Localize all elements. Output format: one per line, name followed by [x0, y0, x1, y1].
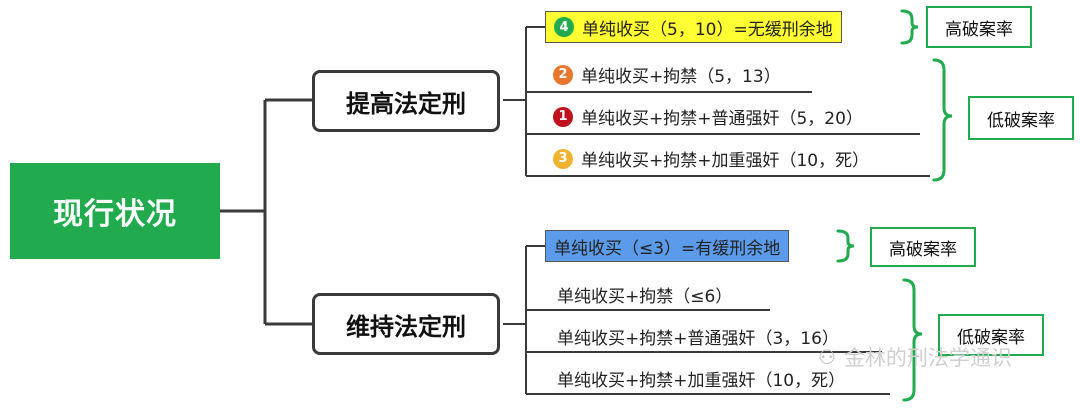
leaf-upper-2: 2 单纯收买+拘禁（5，13）	[553, 62, 781, 87]
leaf-text: 单纯收买+拘禁+普通强奸（3，16）	[557, 329, 839, 349]
root-node: 现行状况	[10, 163, 220, 259]
watermark-text: 金林的刑法学通识	[843, 346, 1012, 370]
leaf-lower-2: 单纯收买+拘禁（≤6）	[557, 282, 732, 307]
branch-label: 维持法定刑	[346, 312, 466, 341]
branch-keep-penalty: 维持法定刑	[312, 293, 500, 355]
leaf-text: 单纯收买（5，10）=无缓刑余地	[582, 19, 833, 40]
leaf-text: 单纯收买（≤3）=有缓刑余地	[554, 238, 781, 259]
watermark: ⚇ 金林的刑法学通识	[818, 342, 1012, 372]
leaf-text: 单纯收买+拘禁+加重强奸（10，死）	[581, 151, 870, 171]
leaf-upper-3: 3 单纯收买+拘禁+加重强奸（10，死）	[553, 146, 869, 171]
root-label: 现行状况	[53, 197, 177, 232]
leaf-lower-1: 单纯收买（≤3）=有缓刑余地	[545, 230, 790, 262]
branch-raise-penalty: 提高法定刑	[312, 70, 500, 132]
leaf-lower-3: 单纯收买+拘禁+普通强奸（3，16）	[557, 324, 839, 349]
tag-high-clearance-lower: 高破案率	[870, 227, 976, 267]
tag-low-clearance-lower: 低破案率	[938, 314, 1044, 356]
leaf-lower-4: 单纯收买+拘禁+加重强奸（10，死）	[557, 366, 845, 391]
wechat-icon: ⚇	[818, 345, 836, 369]
leaf-text: 单纯收买+拘禁（5，13）	[581, 67, 781, 87]
leaf-upper-1: 1 单纯收买+拘禁+普通强奸（5，20）	[553, 104, 863, 129]
leaf-text: 单纯收买+拘禁+普通强奸（5，20）	[581, 109, 863, 129]
number-badge-2: 2	[553, 64, 573, 85]
branch-label: 提高法定刑	[346, 89, 466, 118]
leaf-upper-4: 4 单纯收买（5，10）=无缓刑余地	[545, 11, 842, 43]
number-badge-3: 3	[553, 148, 573, 169]
number-badge-1: 1	[553, 106, 573, 127]
leaf-text: 单纯收买+拘禁+加重强奸（10，死）	[557, 371, 846, 391]
tag-high-clearance-upper: 高破案率	[926, 6, 1032, 48]
tag-low-clearance-upper: 低破案率	[968, 96, 1074, 140]
number-badge-4: 4	[554, 17, 574, 37]
leaf-text: 单纯收买+拘禁（≤6）	[557, 287, 733, 307]
